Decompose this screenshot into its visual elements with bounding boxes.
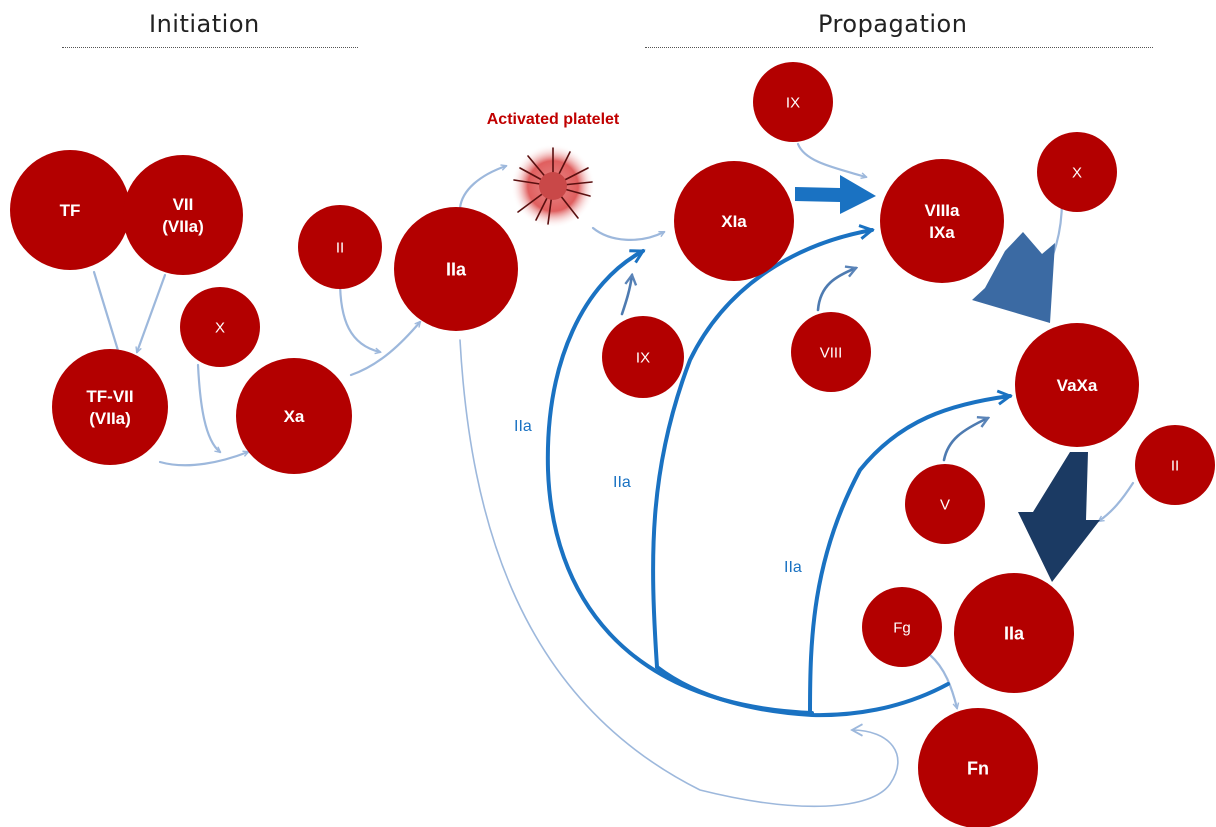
arc-to-viiiaixa [651,230,872,669]
node-circle-vii [123,155,243,275]
node-v: V [905,464,985,544]
node-label-ix1: IX [786,94,800,111]
node-circle-fg [862,587,942,667]
node-label-fg: Fg [893,619,911,636]
arrow-vaxa-to-iia2 [1018,452,1100,582]
node-label-ii1: II [336,239,344,256]
edge-label-iia-2: IIa [613,474,631,491]
node-label-viii: VIII [820,344,843,361]
propagation-title: Propagation [818,10,968,38]
node-ix2: IX [602,316,684,398]
platelet-label: Activated platelet [487,111,620,128]
arc-base [655,665,950,718]
activated-platelet: Activated platelet [487,111,620,228]
node-label-vii-0: VII [173,195,194,214]
arrow-tf-to-tfvii [92,270,120,357]
node-label-fn: Fn [967,758,989,778]
node-x2: X [1037,132,1117,212]
arc-to-xia [545,249,814,715]
arrow-v-to-vaxa [942,418,988,462]
node-circle-ii2 [1135,425,1215,505]
node-circle-viii [791,312,871,392]
node-label-vaxa: VaXa [1057,376,1098,395]
node-label-iia1: IIa [446,259,467,279]
arrow-fg-to-fn [928,653,957,708]
node-circle-iia2 [954,573,1074,693]
node-label-tf: TF [60,201,81,220]
node-iia2: IIa [954,573,1074,693]
node-circle-iia1 [394,207,518,331]
node-label-xa: Xa [284,407,305,426]
node-tf: TF [10,150,130,270]
node-circle-xia [674,161,794,281]
edge-label-iia-3: IIa [784,559,802,576]
node-label-x2: X [1072,164,1082,181]
node-label-x1: X [215,319,225,336]
node-label-v: V [940,496,950,513]
node-circle-ii1 [298,205,382,289]
node-label-tfvii-1: (VIIa) [89,409,131,428]
node-label-iia2: IIa [1004,623,1025,643]
arrow-iia1-to-feedback [459,339,899,808]
initiation-divider [62,47,358,48]
node-x1: X [180,287,260,367]
node-vaxa: VaXa [1015,323,1139,447]
node-fn: Fn [918,708,1038,827]
arc-to-vaxa [808,396,1010,715]
node-circle-vaxa [1015,323,1139,447]
arrow-xa-to-iia [349,322,420,377]
node-label-ii2: II [1171,457,1179,474]
node-circle-ix2 [602,316,684,398]
node-iia1: IIa [394,207,518,331]
node-circle-fn [918,708,1038,827]
node-tfvii: TF-VII (VIIa) [52,349,168,465]
node-label-xia: XIa [721,212,747,231]
node-label-tfvii-0: TF-VII [86,387,133,406]
arrow-x-to-xa [196,363,220,452]
arrow-ix-to-viiiaixa [796,142,866,177]
arrow-ii-to-iia2 [1099,481,1135,521]
edge-labels: IIa IIa IIa [514,418,802,576]
arrow-iia-to-platelet [458,166,506,210]
cascade-arrows [795,175,1100,582]
node-circle-x2 [1037,132,1117,212]
node-fg: Fg [862,587,942,667]
node-viii: VIII [791,312,871,392]
node-circle-viiiaixa [880,159,1004,283]
node-vii: VII (VIIa) [123,155,243,275]
arrow-ix2-to-xia [620,275,632,316]
node-circle-tfvii [52,349,168,465]
arrow-platelet-to-xia [591,226,664,241]
initiation-title: Initiation [149,10,260,38]
feedback-arcs [545,230,1010,718]
edge-label-iia-1: IIa [514,418,532,435]
node-circle-tf [10,150,130,270]
mid-arrows [620,268,988,462]
arrow-ii-to-iia [338,278,380,352]
arrow-viiiaixa-to-vaxa [972,232,1055,323]
arrow-viii-to-viiiaixa [816,268,856,312]
propagation-divider [645,47,1153,48]
node-circle-v [905,464,985,544]
node-ii1: II [298,205,382,289]
node-xia: XIa [674,161,794,281]
node-xa: Xa [236,358,352,474]
node-circle-ix1 [753,62,833,142]
node-label-vii-1: (VIIa) [162,217,204,236]
arrow-xia-to-viiiaixa [795,175,876,214]
arrow-tfvii-to-xa [158,452,248,467]
node-label-ix2: IX [636,349,650,366]
node-circle-x1 [180,287,260,367]
node-ix1: IX [753,62,833,142]
node-ii2: II [1135,425,1215,505]
node-label-viiiaixa-0: VIIIa [925,201,961,220]
arrow-vii-to-tfvii [137,273,167,352]
node-label-viiiaixa-1: IXa [929,223,955,242]
node-circle-xa [236,358,352,474]
